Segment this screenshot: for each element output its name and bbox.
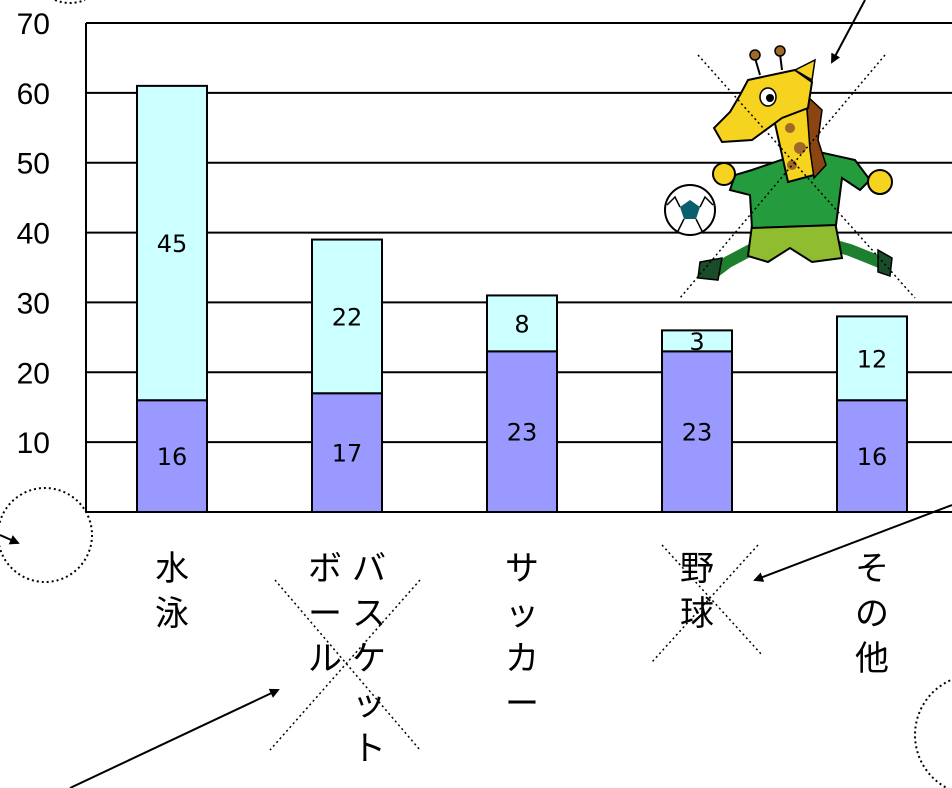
category-label-char: ケ [352,639,386,679]
category-label-char: ッ [352,684,386,724]
data-label: 23 [682,419,713,447]
data-label: 8 [514,310,529,338]
y-tick-label: 40 [17,218,50,251]
category-label-char: バ [352,549,386,589]
category-label-char: ー [505,684,539,724]
bar-segment [486,294,558,353]
bar-segment [661,350,733,514]
bar-segment [311,392,383,513]
category-label-char: カ [505,639,539,679]
bar-segment [311,238,383,395]
bar-segment [136,84,208,402]
data-label: 23 [507,419,538,447]
data-label: 45 [157,230,188,258]
y-axis-ticks: 10 20 30 40 50 60 70 [17,8,50,460]
category-label-char: ッ [505,594,539,634]
dotted-arc-top [54,0,86,4]
data-label: 12 [857,345,888,373]
bars: 16 45 17 22 23 8 23 3 16 12 [136,84,908,514]
y-tick-label: 20 [17,357,50,390]
category-label-char: 野 [680,549,714,589]
y-tick-label: 10 [17,427,50,460]
y-tick-label: 30 [17,287,50,320]
category-label-char: の [855,594,889,634]
y-tick-label: 60 [17,78,50,111]
bar-segment [486,350,558,514]
bar-segment [836,399,908,514]
category-label-char: 泳 [155,594,189,634]
category-label-char: ト [352,729,386,769]
data-label: 3 [689,328,704,356]
dotted-circle-right [914,678,952,788]
data-label: 17 [332,440,363,468]
giraffe-soccer-icon [664,45,893,281]
bar-segment [661,329,733,353]
category-label-char: 水 [155,549,189,589]
category-label-char: そ [855,549,889,589]
category-label-char: ス [352,594,386,634]
category-label-char: 他 [855,639,889,679]
data-label: 22 [332,303,363,331]
category-label-char: 球 [680,594,714,634]
category-label-char: サ [505,549,539,589]
dotted-circle-left [0,487,93,583]
category-label-char: ル [308,639,342,679]
category-label-char: ボ [308,549,342,589]
dotted-cross-marks [269,54,916,751]
bar-segment [836,315,908,402]
data-label: 16 [157,443,188,471]
category-label-char: ー [308,594,342,634]
y-tick-label: 70 [17,8,50,41]
y-tick-label: 50 [17,148,50,181]
data-label: 16 [857,443,888,471]
